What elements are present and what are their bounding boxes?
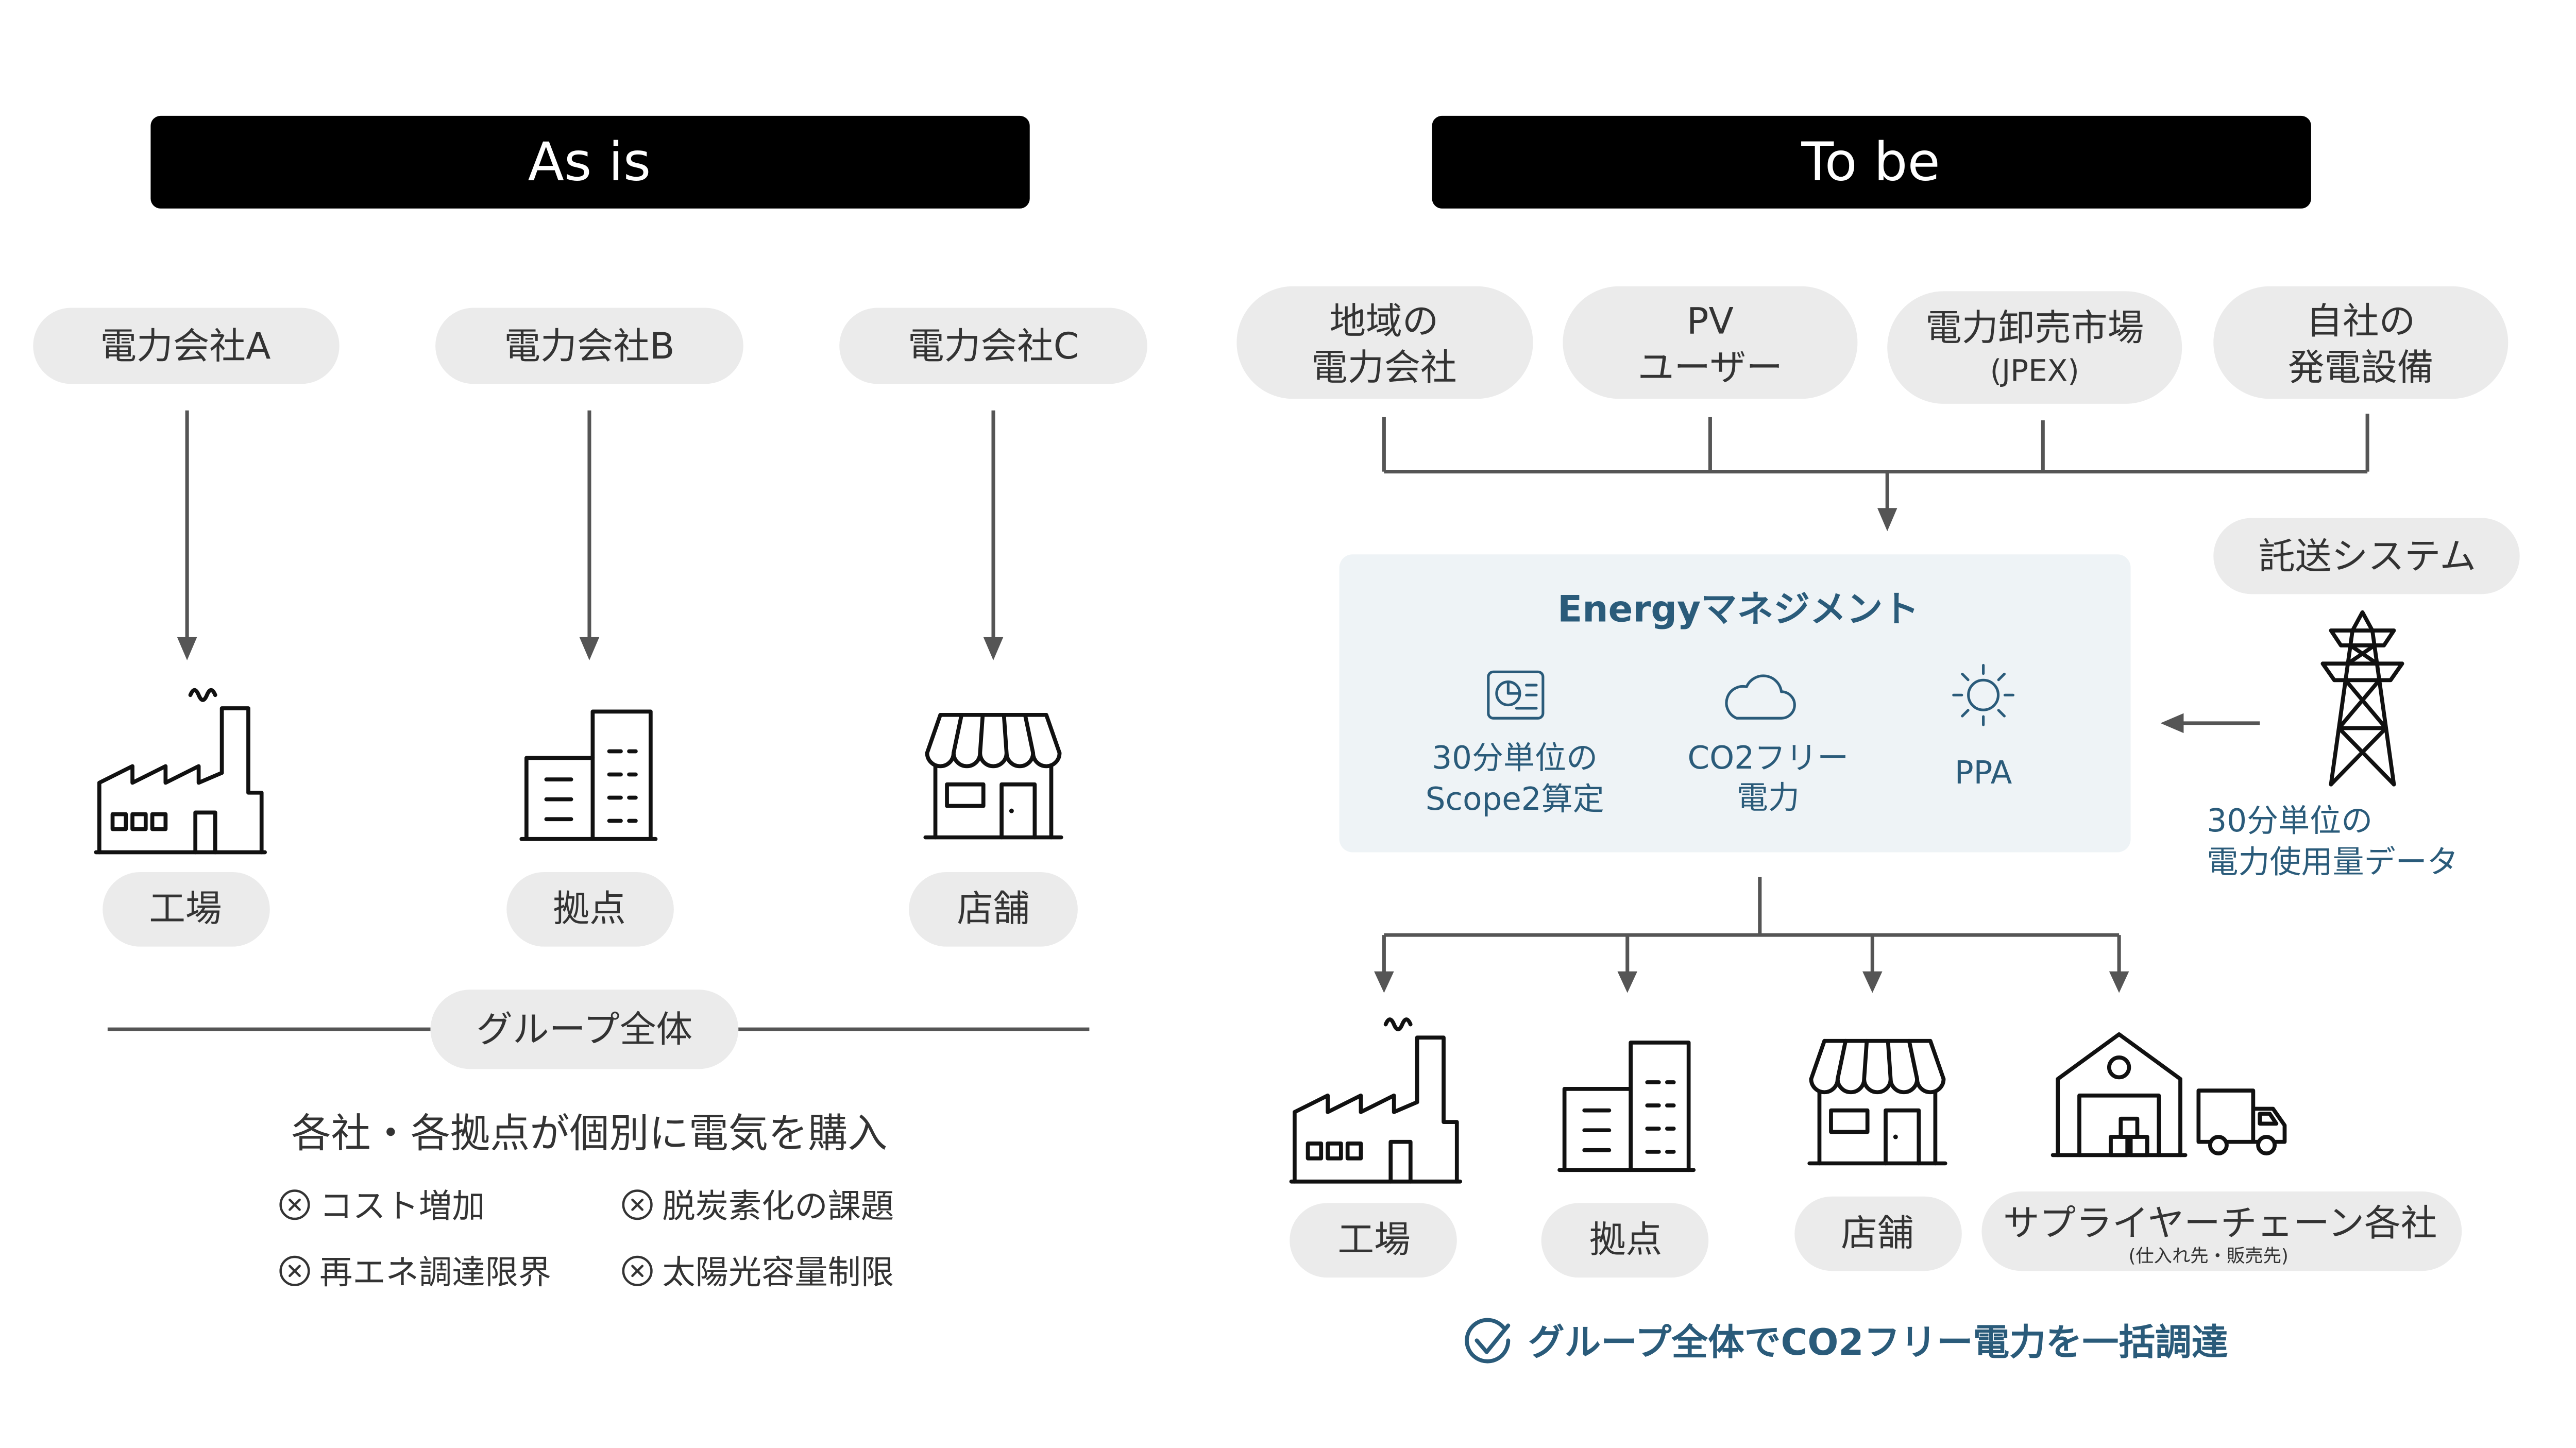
source-pill-wholesale-market: 電力卸売市場 (JPEX) xyxy=(1887,291,2182,404)
usage-data-label-line: 30分単位の xyxy=(2207,803,2372,839)
check-circle-icon xyxy=(1465,1318,1511,1364)
as-is-summary: 各社・各拠点が個別に電気を購入 xyxy=(292,1111,888,1157)
source-label-line: (JPEX) xyxy=(1990,353,2079,388)
feature-label-line: 30分単位の xyxy=(1432,740,1598,776)
to-be-header-title: To be xyxy=(1801,131,1940,193)
x-circle-icon xyxy=(622,1189,653,1220)
supplier-pill-b: 電力会社B xyxy=(435,308,743,384)
factory-icon xyxy=(1291,1019,1460,1182)
source-label-line: 電力卸売市場 xyxy=(1925,306,2144,349)
store-icon xyxy=(1809,1041,1945,1164)
site-label: サプライヤーチェーン各社 xyxy=(2003,1202,2437,1245)
x-circle-icon xyxy=(279,1189,310,1220)
building-icon xyxy=(521,711,655,839)
site-sub-label: (仕入れ先・販売先) xyxy=(2129,1246,2289,1267)
issue-item: 脱炭素化の課題 xyxy=(622,1187,894,1225)
supplier-label: 電力会社B xyxy=(504,325,674,367)
issue-label: 脱炭素化の課題 xyxy=(662,1187,894,1225)
store-icon xyxy=(925,715,1061,838)
supply-arrow-c xyxy=(983,410,1004,660)
energy-management-title: Energyマネジメント xyxy=(1557,588,1919,631)
source-label-line: 電力会社 xyxy=(1311,346,1457,389)
issue-label: 再エネ調達限界 xyxy=(319,1253,551,1292)
to-be-header: To be xyxy=(1432,115,2311,209)
supplier-label: 電力会社C xyxy=(908,325,1079,367)
site-pill-office: 拠点 xyxy=(1541,1203,1709,1278)
source-label-line: PV xyxy=(1687,300,1734,343)
supplier-pill-a: 電力会社A xyxy=(33,308,340,384)
distribution-connector xyxy=(1374,877,2129,993)
supply-arrow-a xyxy=(177,410,197,660)
chart-document-icon xyxy=(1487,670,1545,720)
transmission-pill: 託送システム xyxy=(2213,518,2520,594)
building-icon xyxy=(1560,1043,1693,1170)
usage-data-arrow xyxy=(2160,713,2260,734)
issue-label: コスト増加 xyxy=(319,1187,485,1225)
site-label: 店舗 xyxy=(957,887,1029,930)
site-label: 工場 xyxy=(149,887,222,930)
feature-label-line: Scope2算定 xyxy=(1426,781,1604,817)
transmission-label: 託送システム xyxy=(2259,535,2476,577)
feature-label-line: 電力 xyxy=(1737,779,1800,816)
site-label: 工場 xyxy=(1337,1218,1410,1261)
source-label-line: 自社の xyxy=(2306,300,2415,343)
site-pill-store: 店舗 xyxy=(1794,1196,1962,1271)
result-statement: グループ全体でCO2フリー電力を一括調達 xyxy=(1465,1318,2228,1364)
group-label: グループ全体 xyxy=(476,1008,692,1051)
issue-item: 再エネ調達限界 xyxy=(279,1253,551,1292)
site-pill-office: 拠点 xyxy=(506,872,674,947)
power-tower-icon xyxy=(2320,610,2404,787)
site-pill-factory: 工場 xyxy=(1290,1203,1457,1278)
feature-label-line: PPA xyxy=(1955,755,2012,791)
source-label-line: 発電設備 xyxy=(2288,346,2434,389)
source-pill-own-generation: 自社の 発電設備 xyxy=(2213,286,2509,399)
site-label: 店舗 xyxy=(1841,1212,1913,1254)
source-connector xyxy=(1382,414,2369,532)
supplier-pill-c: 電力会社C xyxy=(839,308,1147,384)
x-circle-icon xyxy=(622,1255,653,1286)
supply-arrow-b xyxy=(579,410,600,660)
issue-item: 太陽光容量制限 xyxy=(622,1253,894,1292)
sun-icon xyxy=(1952,663,2015,726)
feature-label-line: CO2フリー xyxy=(1688,740,1849,776)
source-label-line: 地域の xyxy=(1329,300,1438,343)
source-pill-local-utility: 地域の 電力会社 xyxy=(1236,286,1533,399)
source-label-line: ユーザー xyxy=(1638,346,1783,389)
usage-data-label-line: 電力使用量データ xyxy=(2207,844,2458,880)
site-label: 拠点 xyxy=(553,887,625,930)
site-pill-store: 店舗 xyxy=(909,872,1078,947)
truck-icon xyxy=(2196,1088,2287,1156)
issue-item: コスト増加 xyxy=(279,1187,485,1225)
factory-icon xyxy=(96,690,265,853)
source-pill-pv-user: PV ユーザー xyxy=(1563,286,1858,399)
site-pill-factory: 工場 xyxy=(103,872,270,947)
group-divider: グループ全体 xyxy=(107,990,1090,1069)
as-is-header-title: As is xyxy=(528,131,651,193)
supplier-label: 電力会社A xyxy=(100,325,270,367)
warehouse-icon xyxy=(2050,1032,2188,1157)
energy-management-panel: Energyマネジメント 30分単位の Scope2算定 CO2フリー 電力 P… xyxy=(1339,554,2131,853)
cloud-icon xyxy=(1725,674,1796,720)
x-circle-icon xyxy=(279,1255,310,1286)
site-pill-supply-chain: サプライヤーチェーン各社 (仕入れ先・販売先) xyxy=(1981,1191,2462,1271)
issue-label: 太陽光容量制限 xyxy=(662,1253,894,1292)
as-is-header: As is xyxy=(150,115,1030,209)
site-label: 拠点 xyxy=(1589,1218,1662,1261)
result-label: グループ全体でCO2フリー電力を一括調達 xyxy=(1528,1321,2228,1364)
